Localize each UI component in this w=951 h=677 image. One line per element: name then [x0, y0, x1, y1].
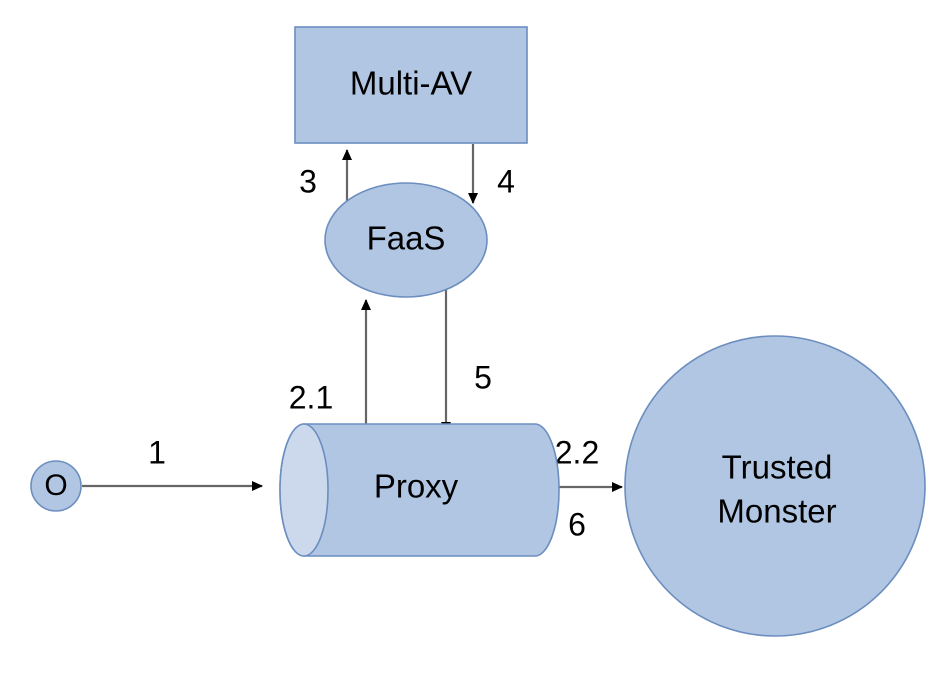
edge-1-label: 1 — [148, 434, 166, 470]
edge-3-label: 3 — [299, 163, 317, 199]
faas-label: FaaS — [367, 220, 446, 257]
faas-ellipse[interactable] — [324, 182, 488, 298]
multi-av-rect[interactable] — [294, 26, 528, 144]
origin-circle[interactable] — [30, 460, 82, 512]
origin-label: O — [44, 469, 67, 502]
trusted-monster-circle[interactable] — [624, 335, 926, 637]
edge-5-label: 5 — [474, 359, 492, 395]
node-multi-av[interactable]: Multi-AV — [294, 26, 528, 144]
node-faas[interactable]: FaaS — [324, 182, 488, 298]
node-origin[interactable]: O — [30, 460, 82, 512]
proxy-label: Proxy — [374, 468, 459, 505]
edge-4-label: 4 — [497, 163, 515, 199]
multi-av-label: Multi-AV — [350, 65, 472, 102]
trusted-monster-label-line2: Monster — [717, 493, 836, 530]
edge-5: 5 — [441, 285, 492, 433]
edge-2-2-label: 2.2 — [555, 434, 599, 470]
edge-4: 4 — [468, 144, 515, 204]
edge-2-1-label: 2.1 — [289, 379, 333, 415]
edge-6-label: 6 — [568, 506, 586, 542]
node-proxy[interactable]: Proxy — [279, 423, 560, 557]
trusted-monster-label-line1: Trusted — [722, 449, 833, 486]
edge-2-1: 2.1 — [289, 299, 371, 438]
edge-3: 3 — [299, 149, 352, 212]
node-trusted-monster[interactable]: Trusted Monster — [624, 335, 926, 637]
edge-1: 1 — [82, 434, 263, 491]
proxy-cylinder-cap — [279, 423, 329, 557]
